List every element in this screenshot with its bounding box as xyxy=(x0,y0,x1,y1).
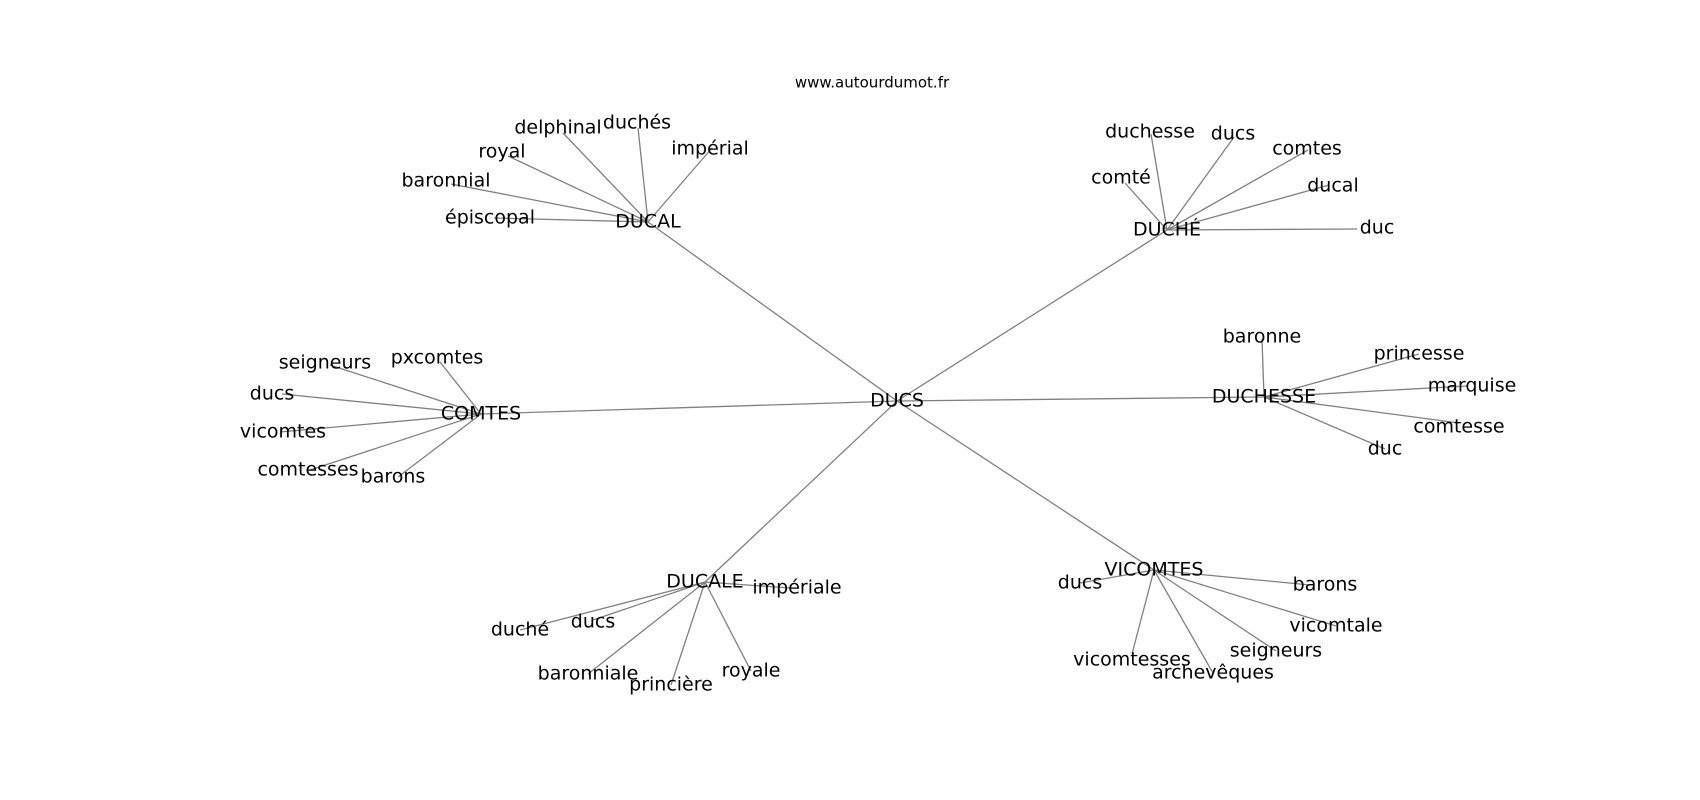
edge-duché-1 xyxy=(1150,133,1168,231)
node-word: duché xyxy=(491,619,549,641)
edge-ducal-4 xyxy=(637,127,649,223)
node-hub: VICOMTES xyxy=(1105,559,1204,581)
site-watermark: www.autourdumot.fr xyxy=(795,74,950,92)
node-word: duchés xyxy=(603,112,671,134)
edge-vicomtes-5 xyxy=(1153,569,1214,674)
edge-ducal-1 xyxy=(450,183,649,223)
node-word: ducs xyxy=(1211,123,1255,145)
node-word: duchesse xyxy=(1105,121,1195,143)
node-word: ducs xyxy=(1058,572,1102,594)
edge-comtes-2 xyxy=(281,393,482,415)
node-word: barons xyxy=(1293,574,1358,596)
node-word: pxcomtes xyxy=(391,347,484,369)
node-word: duc xyxy=(1368,438,1403,460)
node-hub: DUCHÉ xyxy=(1133,218,1201,241)
node-word: royal xyxy=(478,141,525,163)
edges-layer xyxy=(279,127,1468,686)
edge-vicomtes-2 xyxy=(1153,569,1337,627)
edge-center-ducale xyxy=(704,400,898,583)
node-word: vicomtes xyxy=(240,421,326,443)
node-word: comtesse xyxy=(1413,416,1504,438)
node-word: ducs xyxy=(571,611,615,633)
node-word: comté xyxy=(1091,167,1151,189)
node-word: seigneurs xyxy=(1230,640,1322,662)
edge-center-ducal xyxy=(647,221,898,402)
edge-duchesse-0 xyxy=(1261,338,1265,398)
edge-ducal-2 xyxy=(507,155,649,223)
node-word: baronne xyxy=(1223,326,1302,348)
edge-center-vicomtes xyxy=(896,400,1155,571)
node-word: comtesses xyxy=(257,459,358,481)
node-word: duc xyxy=(1360,217,1395,239)
edge-center-duché xyxy=(896,229,1168,402)
edge-duchesse-4 xyxy=(1263,396,1386,450)
node-word: vicomtesses xyxy=(1073,649,1191,671)
node-word: ducal xyxy=(1307,175,1358,197)
node-word: ducs xyxy=(250,383,294,405)
node-word: princesse xyxy=(1374,343,1465,365)
edge-ducal-0 xyxy=(493,217,649,223)
node-word: princière xyxy=(629,674,713,696)
edge-ducale-2 xyxy=(592,581,706,621)
node-word: épiscopal xyxy=(445,207,535,229)
edge-comtes-0 xyxy=(329,364,482,415)
edge-duché-2 xyxy=(1166,136,1235,231)
edge-duché-4 xyxy=(1166,184,1330,231)
edge-center-duchesse xyxy=(896,396,1265,402)
node-word: vicomtale xyxy=(1289,615,1382,637)
node-word: marquise xyxy=(1428,375,1517,397)
node-word: impériale xyxy=(752,577,841,599)
edge-vicomtes-1 xyxy=(1153,569,1311,586)
node-word: impérial xyxy=(671,138,749,160)
node-hub: DUCAL xyxy=(615,211,681,233)
node-word: baronniale xyxy=(538,663,639,685)
edge-vicomtes-3 xyxy=(1131,569,1155,655)
node-hub: DUCHESSE xyxy=(1212,386,1316,408)
edge-comtes-3 xyxy=(279,413,482,433)
edge-comtes-4 xyxy=(309,413,482,471)
node-word: royale xyxy=(722,660,781,682)
edge-ducale-5 xyxy=(704,581,752,672)
edge-ducale-0 xyxy=(704,581,791,589)
node-word: barons xyxy=(361,466,426,488)
node-hub: COMTES xyxy=(441,403,521,425)
edge-vicomtes-0 xyxy=(1079,569,1155,584)
edge-duché-5 xyxy=(1166,228,1358,231)
edge-duchesse-2 xyxy=(1263,385,1468,398)
node-hub: DUCALE xyxy=(666,571,743,593)
edge-center-comtes xyxy=(480,400,898,415)
node-word: seigneurs xyxy=(279,352,371,374)
node-word: delphinal xyxy=(514,117,601,139)
edge-ducal-3 xyxy=(562,132,649,223)
edge-duchesse-1 xyxy=(1263,353,1420,398)
edge-ducal-5 xyxy=(647,147,713,223)
node-center: DUCS xyxy=(870,390,924,412)
node-word: comtes xyxy=(1272,138,1342,160)
labels-layer: DUCS DUCAL épiscopal baronnial royaldelphina… xyxy=(240,112,1516,696)
edge-duché-0 xyxy=(1124,182,1168,231)
node-word: archevêques xyxy=(1152,662,1274,684)
node-word: baronnial xyxy=(401,170,490,192)
edge-ducale-3 xyxy=(587,581,706,675)
edge-duché-3 xyxy=(1166,149,1309,231)
edge-comtes-5 xyxy=(397,413,482,478)
edge-comtes-1 xyxy=(439,361,482,415)
edge-vicomtes-4 xyxy=(1153,569,1277,652)
edge-ducale-4 xyxy=(670,581,706,686)
edge-ducale-1 xyxy=(519,581,706,631)
edge-duchesse-3 xyxy=(1263,396,1460,424)
